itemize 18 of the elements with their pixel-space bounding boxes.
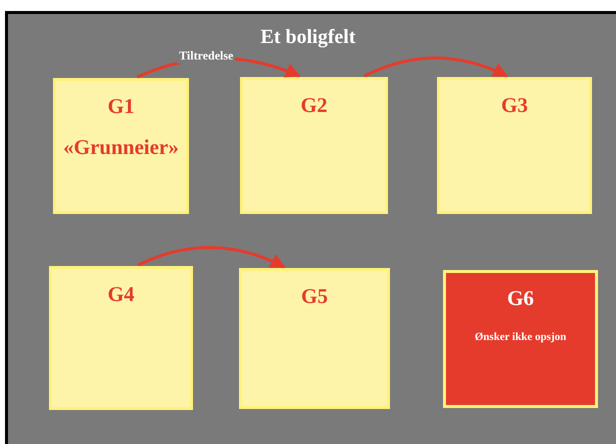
box-heading: G5: [301, 283, 328, 309]
edge-label: Tiltredelse: [177, 48, 236, 64]
highlighted-box: [443, 270, 598, 408]
title: Et boligfelt: [260, 26, 356, 48]
box-heading: G6: [507, 285, 534, 311]
box-heading: G4: [108, 281, 134, 307]
box-heading: G2: [300, 92, 328, 118]
curved-arrow: [364, 56, 508, 78]
box-text: Ønsker ikke opsjon: [474, 331, 566, 343]
note-box: [437, 77, 592, 214]
note-box: [53, 78, 189, 214]
note-box: [239, 268, 390, 409]
note-box: [49, 266, 193, 410]
box-heading: G1: [108, 93, 134, 119]
note-box: [240, 77, 388, 214]
box-text: «Grunneier»: [63, 135, 179, 160]
curved-arrow: [138, 246, 286, 268]
box-heading: G3: [501, 92, 528, 118]
